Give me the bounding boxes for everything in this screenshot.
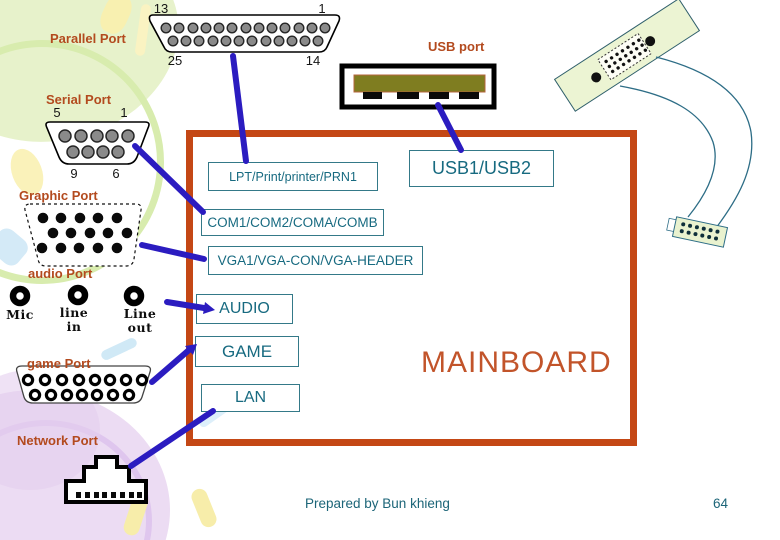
audio-jack-line-in-label: line in <box>59 305 89 334</box>
parallel-pin-25: 25 <box>167 53 183 68</box>
header-label-lpt: LPT/Print/printer/PRN1 <box>229 169 357 184</box>
header-label-vga: VGA1/VGA-CON/VGA-HEADER <box>217 253 414 268</box>
page-number: 64 <box>713 496 729 511</box>
header-label-usb: USB1/USB2 <box>431 158 532 178</box>
parallel-port-label: Parallel Port <box>50 31 126 46</box>
parallel-pin-1: 1 <box>318 1 326 16</box>
serial-pin-5: 5 <box>53 105 61 120</box>
header-box-vga: VGA1/VGA-CON/VGA-HEADER <box>208 246 423 275</box>
footer-credit: Prepared by Bun khieng <box>305 496 450 511</box>
header-box-lpt: LPT/Print/printer/PRN1 <box>208 162 378 191</box>
mainboard-outline <box>186 130 637 446</box>
serial-port-label: Serial Port <box>46 92 112 107</box>
game-port-label: game Port <box>27 356 91 371</box>
usb-cable-plug <box>666 216 729 248</box>
decor-yellow-ray-2 <box>189 486 219 530</box>
usb-port-label: USB port <box>428 39 485 54</box>
header-label-com: COM1/COM2/COMA/COMB <box>207 215 378 230</box>
network-port-label: Network Port <box>17 433 98 448</box>
mainboard-title: MAINBOARD <box>421 346 612 379</box>
audio-port-connector <box>9 284 145 307</box>
header-label-audio: AUDIO <box>219 300 270 317</box>
header-box-usb: USB1/USB2 <box>409 150 554 187</box>
audio-jack-mic-label: Mic <box>6 307 34 322</box>
line-game-to-game <box>149 347 192 385</box>
serial-pin-6: 6 <box>112 166 120 181</box>
graphic-port-label: Graphic Port <box>19 188 98 203</box>
usb-cable-outer-edge <box>655 56 753 229</box>
header-box-com: COM1/COM2/COMA/COMB <box>201 209 384 236</box>
serial-pin-9: 9 <box>70 166 78 181</box>
serial-pin-1: 1 <box>120 105 128 120</box>
header-label-lan: LAN <box>234 389 267 406</box>
header-box-game: GAME <box>195 336 299 367</box>
audio-port-label: audio Port <box>28 266 93 281</box>
usb-port-connector <box>339 63 497 110</box>
header-box-audio: AUDIO <box>196 294 293 324</box>
decor-blue-swoosh-game <box>99 336 139 362</box>
header-box-lan: LAN <box>201 384 300 412</box>
parallel-pin-13: 13 <box>153 1 169 16</box>
header-label-game: GAME <box>221 341 273 361</box>
parallel-pin-14: 14 <box>305 53 321 68</box>
audio-jack-line-out-label: Line out <box>123 306 157 335</box>
